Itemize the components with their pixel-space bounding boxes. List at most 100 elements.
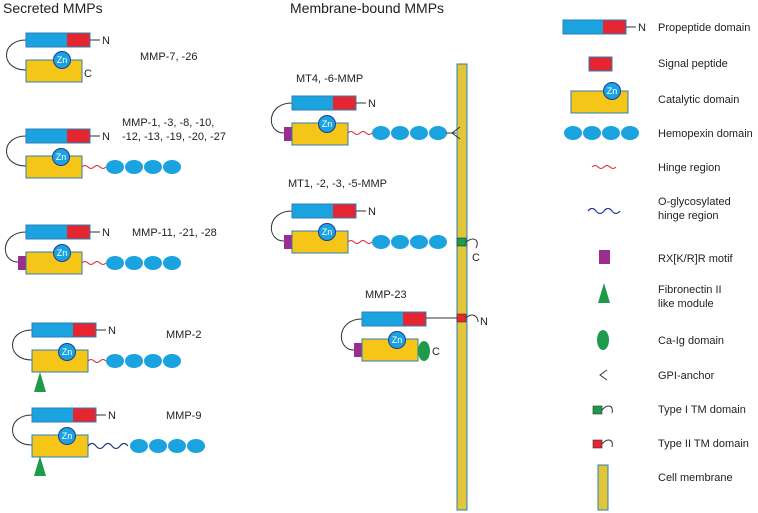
secreted-mmps-header: Secreted MMPs [3,0,103,16]
n-terminal-label: N [102,131,110,143]
legend-signal: Signal peptide [588,56,728,72]
propeptide-signal-bar [291,203,357,219]
legend-zinc-label: Zn [607,86,618,96]
propeptide-signal-bar [361,311,427,327]
zinc-label: Zn [62,431,73,441]
mt1-mmp-group: MT1, -2, -3, -5-MMP N Zn C [270,178,480,264]
type-i-tm-domain [456,237,467,247]
hinge-region-squiggle [87,359,107,363]
cell-membrane-bar [456,63,468,511]
propeptide-signal-bar [31,407,97,423]
n-terminal-label: N [368,98,376,110]
tm-tail [465,238,478,249]
mmp-9-label: MMP-9 [166,410,201,422]
legend-type1-text: Type I TM domain [658,404,746,416]
n-terminal-label: N [108,410,116,422]
legend-oglyco-text-line1: O-glycosylated [658,196,731,208]
mmp-1-label-line1: MMP-1, -3, -8, -10, [122,117,214,129]
n-terminal-label: N [368,206,376,218]
legend-fibronectin: Fibronectin II like module [598,283,722,310]
legend-rxkr: RX[K/R]R motif [599,250,734,265]
legend-catalytic: Zn Catalytic domain [570,82,739,114]
n-terminal-label: N [480,316,488,328]
legend-propeptide-text: Propeptide domain [658,22,750,34]
legend-hemopexin-text: Hemopexin domain [658,128,753,140]
mt4-mmp-group: MT4, -6-MMP N Zn [270,73,461,146]
hemopexin-domain [372,126,447,140]
c-terminal-label: C [472,252,480,264]
legend-type2: Type II TM domain [592,438,749,450]
mmp-2-label: MMP-2 [166,329,201,341]
o-glycosylated-hinge-wave [87,442,129,450]
mmp-11-group: N Zn MMP-11, -21, -28 [4,224,217,275]
propeptide-signal-bar [31,322,97,338]
mmp-23-label: MMP-23 [365,289,407,301]
n-terminal-label: N [102,227,110,239]
tm-tail [465,314,479,323]
legend-catalytic-text: Catalytic domain [658,94,739,106]
propeptide-signal-bar [25,128,91,144]
rxkr-motif [354,343,362,357]
mmp-1-group: N Zn MMP-1, -3, -8, -10, -12, -13, -19, … [6,117,226,179]
zinc-label: Zn [57,248,68,258]
mmp-7-label: MMP-7, -26 [140,51,197,63]
gpi-anchor [451,126,461,140]
membrane-bound-mmps-header: Membrane-bound MMPs [290,0,444,16]
legend-rxkr-text: RX[K/R]R motif [658,253,734,265]
zinc-label: Zn [56,152,67,162]
legend-fibronectin-text-line2: like module [658,298,714,310]
legend-fibronectin-text-line1: Fibronectin II [658,284,722,296]
legend-hemopexin: Hemopexin domain [564,126,753,140]
legend-gpi-text: GPI-anchor [658,370,715,382]
legend-caig-text: Ca-Ig domain [658,335,724,347]
n-terminal-label: N [102,35,110,47]
legend-oglyco: O-glycosylated hinge region [587,196,731,222]
mmp-2-group: N Zn MMP-2 [12,322,201,392]
c-terminal-label: C [84,68,92,80]
mmp-9-group: N Zn MMP-9 [12,407,205,476]
rxkr-motif [284,127,292,141]
ca-ig-domain [418,341,430,361]
legend-signal-text: Signal peptide [658,58,728,70]
mmp-1-label-line2: -12, -13, -19, -20, -27 [122,131,226,143]
legend-type1: Type I TM domain [592,404,746,416]
type-ii-tm-domain [456,313,467,323]
c-terminal-label: C [432,346,440,358]
n-terminal-label: N [108,325,116,337]
mmp-11-label: MMP-11, -21, -28 [132,227,217,239]
propeptide-signal-bar [25,32,91,48]
zinc-label: Zn [57,55,68,65]
zinc-label: Zn [322,227,333,237]
mt1-mmp-label: MT1, -2, -3, -5-MMP [288,178,387,190]
hinge-region-squiggle [81,165,107,169]
legend-hinge: Hinge region [591,162,720,174]
legend-propeptide: N Propeptide domain [562,19,750,35]
mmp-23-group: MMP-23 N Zn C [340,289,488,362]
propeptide-signal-bar [25,224,91,240]
hemopexin-domain [106,160,181,174]
legend-caig: Ca-Ig domain [597,330,724,350]
legend-type2-text: Type II TM domain [658,438,749,450]
legend-gpi: GPI-anchor [599,369,715,382]
legend: N Propeptide domain Signal peptide Zn Ca… [562,19,753,511]
rxkr-motif [18,256,26,270]
legend-oglyco-text-line2: hinge region [658,210,719,222]
zinc-label: Zn [62,347,73,357]
hemopexin-domain [106,256,181,270]
legend-membrane-text: Cell membrane [658,472,733,484]
linker-curve [6,39,27,71]
fibronectin-ii-triangle [34,456,46,476]
fibronectin-ii-triangle [34,372,46,392]
legend-membrane: Cell membrane [597,464,733,511]
rxkr-motif [284,235,292,249]
hinge-region-squiggle [347,131,373,135]
hinge-region-squiggle [347,240,373,244]
legend-n-label: N [638,22,646,34]
legend-hinge-text: Hinge region [658,162,720,174]
propeptide-signal-bar [291,95,357,111]
mmp-7-group: N Zn C MMP-7, -26 [6,32,197,83]
hemopexin-domain [106,354,181,368]
hinge-region-squiggle [81,261,107,265]
mt4-mmp-label: MT4, -6-MMP [296,73,363,85]
hemopexin-domain [372,235,447,249]
